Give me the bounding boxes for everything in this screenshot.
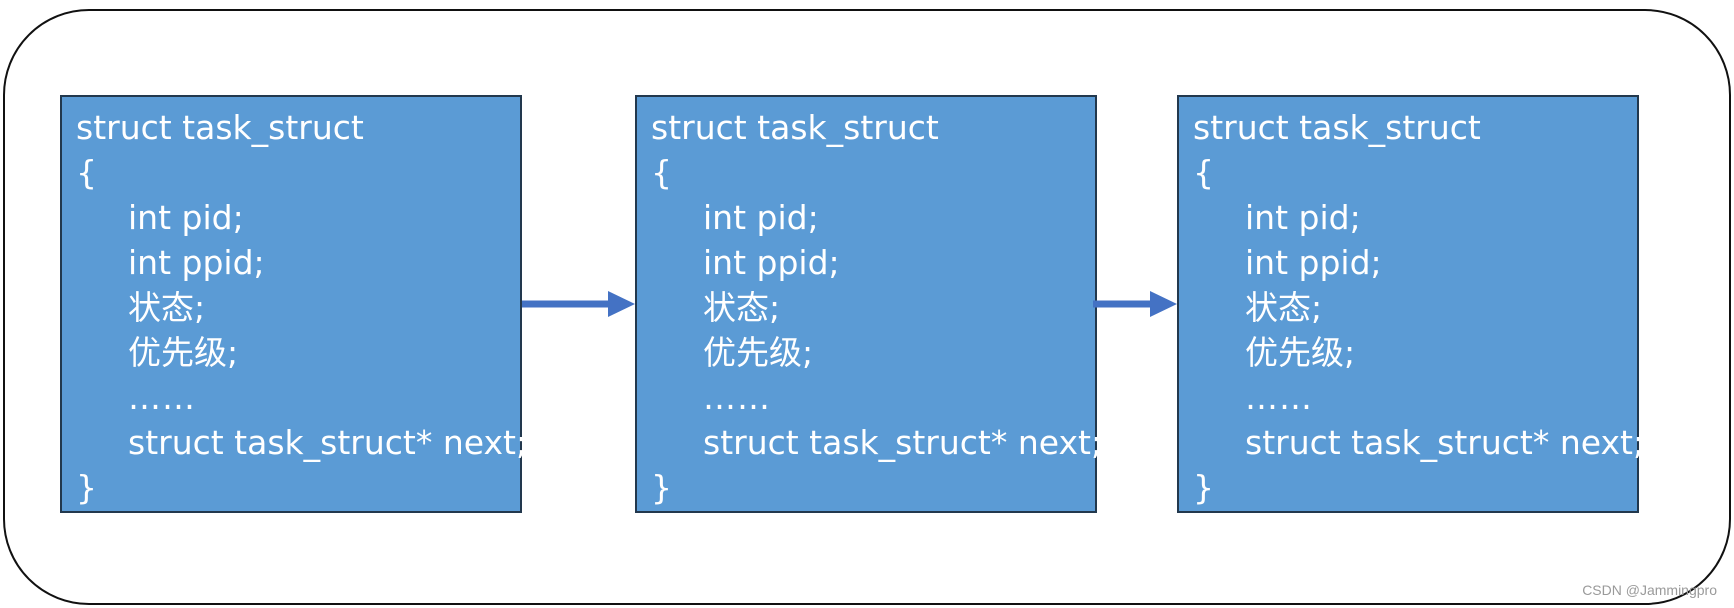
field-ppid: int ppid; xyxy=(703,243,840,282)
task-struct-node-2: struct task_struct { int pid; int ppid; … xyxy=(635,95,1103,513)
close-brace: } xyxy=(76,468,97,507)
close-brace: } xyxy=(651,468,672,507)
struct-header: struct task_struct xyxy=(76,108,364,147)
open-brace: { xyxy=(76,153,97,192)
field-next-pointer: struct task_struct* next; xyxy=(1245,423,1645,462)
field-priority: 优先级; xyxy=(1245,333,1356,372)
field-state: 状态; xyxy=(1245,288,1323,327)
field-ppid: int ppid; xyxy=(1245,243,1382,282)
task-struct-node-3: struct task_struct { int pid; int ppid; … xyxy=(1177,95,1645,513)
field-ellipsis: …… xyxy=(1245,378,1313,417)
field-next-pointer: struct task_struct* next; xyxy=(703,423,1103,462)
watermark: CSDN @Jammingpro xyxy=(1582,582,1717,598)
field-pid: int pid; xyxy=(1245,198,1361,237)
open-brace: { xyxy=(651,153,672,192)
field-next-pointer: struct task_struct* next; xyxy=(128,423,528,462)
task-struct-node-1: struct task_struct { int pid; int ppid; … xyxy=(60,95,528,513)
field-ellipsis: …… xyxy=(703,378,771,417)
struct-header: struct task_struct xyxy=(651,108,939,147)
outer-rounded-frame xyxy=(3,9,1731,605)
close-brace: } xyxy=(1193,468,1214,507)
open-brace: { xyxy=(1193,153,1214,192)
struct-header: struct task_struct xyxy=(1193,108,1481,147)
field-priority: 优先级; xyxy=(128,333,239,372)
field-pid: int pid; xyxy=(128,198,244,237)
field-state: 状态; xyxy=(128,288,206,327)
field-ppid: int ppid; xyxy=(128,243,265,282)
field-pid: int pid; xyxy=(703,198,819,237)
field-priority: 优先级; xyxy=(703,333,814,372)
field-ellipsis: …… xyxy=(128,378,196,417)
field-state: 状态; xyxy=(703,288,781,327)
